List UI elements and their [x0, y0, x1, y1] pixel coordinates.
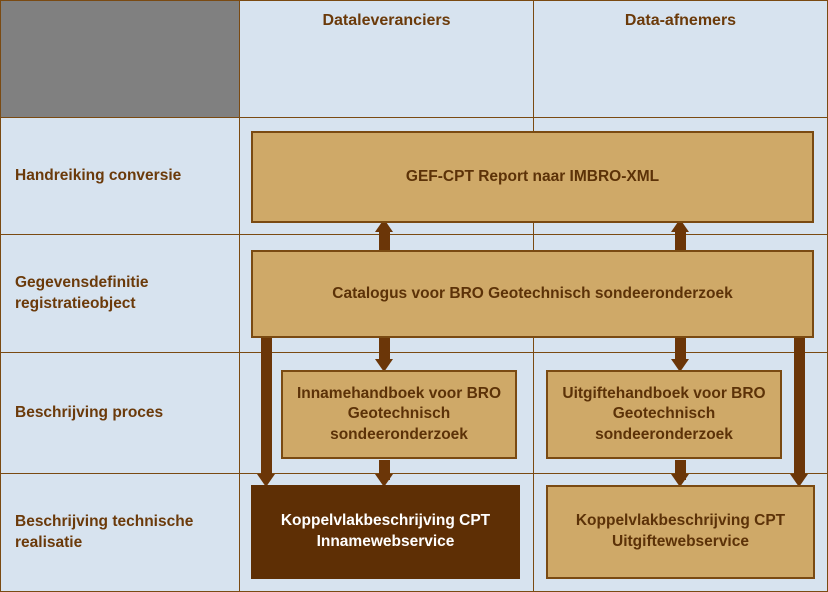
- row-label-beschrijving-proces: Beschrijving proces: [0, 352, 240, 474]
- box-gef-cpt-report[interactable]: GEF-CPT Report naar IMBRO-XML: [251, 131, 814, 223]
- connector-catalogus-to-gefcpt-left: [379, 228, 390, 253]
- box-catalogus-bro-label: Catalogus voor BRO Geotechnisch sondeero…: [332, 284, 733, 302]
- row-label-handreiking-conversie: Handreiking conversie: [0, 117, 240, 235]
- box-uitgiftehandboek[interactable]: Uitgiftehandboek voor BRO Geotechnisch s…: [546, 370, 782, 459]
- box-innamehandboek-label: Innamehandboek voor BRO Geotechnisch son…: [296, 384, 502, 443]
- arrow-head-catalogus-to-koppelvlak-uitgifte: [790, 474, 808, 487]
- box-innamehandboek[interactable]: Innamehandboek voor BRO Geotechnisch son…: [281, 370, 517, 459]
- connector-catalogus-to-uitgiftehandboek: [675, 336, 686, 362]
- box-uitgiftehandboek-label: Uitgiftehandboek voor BRO Geotechnisch s…: [562, 384, 766, 443]
- column-header-dataleveranciers: Dataleveranciers: [239, 0, 534, 118]
- row-label-beschrijving-proces-text: Beschrijving proces: [15, 403, 164, 421]
- row-label-gegevensdefinitie-registratieobject: Gegevensdefinitie registratieobject: [0, 234, 240, 353]
- column-header-dataleveranciers-label: Dataleveranciers: [322, 12, 451, 29]
- arrow-head-catalogus-to-uitgiftehandboek: [671, 359, 689, 372]
- connector-uitgiftehandboek-to-koppelvlak-uitgifte: [675, 460, 686, 480]
- grid-corner-cell: [0, 0, 240, 118]
- column-header-data-afnemers-label: Data-afnemers: [624, 12, 737, 29]
- arrow-head-catalogus-to-innamehandboek: [375, 359, 393, 372]
- box-gef-cpt-report-label: GEF-CPT Report naar IMBRO-XML: [405, 167, 660, 185]
- box-koppelvlak-uitgifte-label: Koppelvlakbeschrijving CPT Uitgiftewebse…: [575, 512, 786, 550]
- connector-catalogus-to-innamehandboek: [379, 336, 390, 362]
- box-koppelvlak-inname[interactable]: Koppelvlakbeschrijving CPT Innamewebserv…: [251, 485, 520, 579]
- row-label-beschrijving-technische-realisatie: Beschrijving technische realisatie: [0, 473, 240, 592]
- arrow-head-uitgiftehandboek-to-koppelvlak-uitgifte: [671, 474, 689, 487]
- connector-innamehandboek-to-koppelvlak-inname: [379, 460, 390, 480]
- box-koppelvlak-uitgifte[interactable]: Koppelvlakbeschrijving CPT Uitgiftewebse…: [546, 485, 815, 579]
- row-label-gegevensdefinitie-registratieobject-text: Gegevensdefinitie registratieobject: [15, 273, 149, 312]
- connector-catalogus-to-gefcpt-right: [675, 228, 686, 253]
- box-catalogus-bro[interactable]: Catalogus voor BRO Geotechnisch sondeero…: [251, 250, 814, 338]
- connector-catalogus-to-koppelvlak-inname: [261, 336, 272, 478]
- box-koppelvlak-inname-label: Koppelvlakbeschrijving CPT Innamewebserv…: [280, 512, 491, 550]
- row-label-beschrijving-technische-realisatie-text: Beschrijving technische realisatie: [15, 512, 194, 551]
- arrow-head-innamehandboek-to-koppelvlak-inname: [375, 474, 393, 487]
- arrow-head-catalogus-to-koppelvlak-inname: [257, 474, 275, 487]
- column-header-data-afnemers: Data-afnemers: [533, 0, 828, 118]
- connector-catalogus-to-koppelvlak-uitgifte: [794, 336, 805, 478]
- row-label-handreiking-conversie-text: Handreiking conversie: [15, 166, 182, 184]
